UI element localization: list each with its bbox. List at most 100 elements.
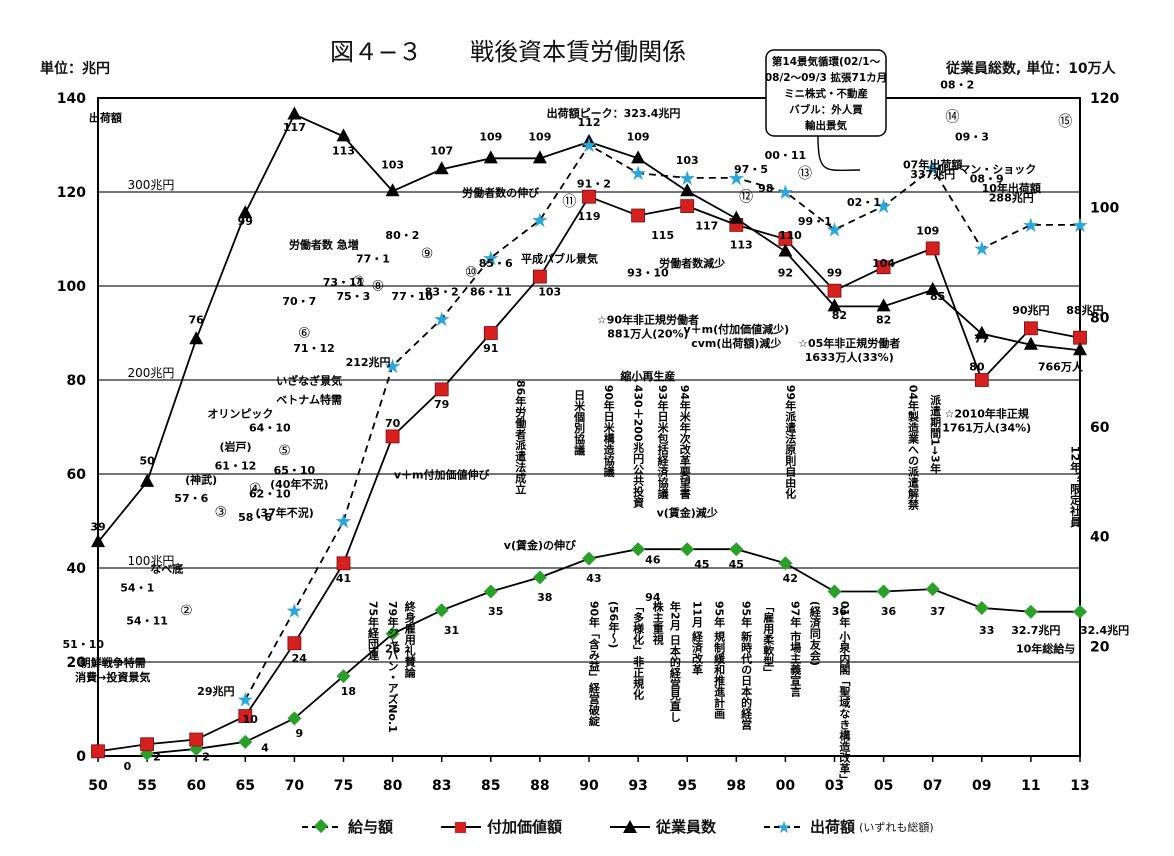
data-point-employees [287, 106, 302, 120]
data-point-shipments: ★ [826, 218, 844, 242]
data-point-shipments: ★ [335, 509, 353, 533]
x-tick-label: 09 [972, 778, 991, 794]
data-point-value-added [238, 709, 253, 723]
x-tick-label: 03 [825, 778, 844, 794]
vertical-annotation: 97年 市場主義宣言 [789, 601, 802, 698]
data-point-value-added [336, 556, 351, 571]
data-label: 朝鮮戦争特需 [80, 656, 146, 670]
data-point-value-added [827, 283, 842, 298]
page-title: 図４−３ 戦後資本賃労働関係 [330, 38, 687, 66]
data-label: v＋m付加価値伸び [394, 468, 491, 482]
data-label: 51・10 [62, 638, 104, 651]
data-label: 38 [537, 591, 552, 604]
data-label: 45 [694, 558, 709, 571]
data-label: 97・5 [734, 163, 768, 176]
left-axis-unit: 単位：兆円 [40, 61, 110, 77]
data-point-salary [631, 542, 646, 557]
callout-line: ミニ株式・不動産 [784, 87, 868, 100]
data-point-value-added [1024, 321, 1038, 336]
data-point-employees [238, 205, 253, 219]
data-point-shipments: ★ [973, 236, 991, 260]
circled-label: ⑮ [1058, 114, 1072, 130]
vertical-annotation: 90年日米構造協議 [602, 385, 616, 478]
data-label: 64・10 [249, 422, 291, 435]
data-label: いざなぎ景気 [276, 374, 342, 388]
x-tick-label: 05 [874, 778, 893, 794]
data-label: 77・1 [356, 253, 390, 266]
callout-line: 輸出景気 [805, 119, 847, 132]
data-label: 115 [651, 229, 674, 242]
x-tick-label: 65 [236, 778, 255, 794]
data-label: 90兆円 [1012, 303, 1049, 317]
data-label: 労働者数の伸び [462, 186, 540, 200]
data-label: 86・11 [470, 285, 512, 298]
data-point-shipments: ★ [875, 194, 893, 218]
data-label: 10年出荷額 [982, 181, 1041, 195]
y-left-tick-label: 20 [67, 655, 87, 671]
data-point-employees [483, 150, 498, 164]
vertical-annotation: 終身雇用礼賛論 [403, 600, 416, 679]
data-label: 08・9 [970, 173, 1004, 186]
y-left-tick-label: 120 [57, 185, 86, 201]
legend-item-shipments: ★ 出荷額 (いずれも総額) [762, 816, 934, 837]
x-tick-label: 13 [1070, 778, 1089, 794]
callout-line: 08/2～09/3 拡張71カ月 [765, 71, 887, 84]
legend-label: 従業員数 [656, 818, 717, 836]
data-point-value-added [680, 199, 695, 214]
data-point-employees [532, 150, 547, 164]
y-right-tick-label: 80 [1090, 310, 1110, 326]
data-label: 85 [930, 290, 945, 303]
y-left-tick-label: 60 [67, 467, 87, 483]
data-point-shipments: ★ [580, 133, 598, 157]
data-label: 39 [90, 520, 105, 533]
data-point-salary [532, 570, 547, 585]
x-tick-label: 85 [481, 778, 500, 794]
legend-item-salary: 給与額 [300, 816, 393, 837]
data-label: ☆90年非正規労働者 [597, 313, 699, 327]
data-label: 09・3 [955, 130, 989, 143]
vertical-annotation: 99年派遣法原則自由化 [784, 385, 798, 500]
data-point-shipments: ★ [531, 208, 549, 232]
vertical-annotation: (56年～) [607, 601, 620, 648]
data-label: 103 [676, 154, 699, 167]
data-point-value-added [533, 269, 547, 284]
data-label: 80・2 [385, 229, 419, 242]
circled-label: ③ [214, 504, 227, 520]
data-label: 2 [153, 751, 161, 764]
data-point-shipments: ★ [776, 180, 794, 204]
data-point-value-added [91, 744, 105, 759]
data-point-employees [189, 331, 204, 345]
y-right-tick-label: 100 [1090, 201, 1119, 217]
data-point-shipments: ★ [727, 166, 745, 190]
x-tick-label: 55 [137, 778, 156, 794]
data-label: リーマン・ショック [937, 163, 1036, 176]
data-label: 98 [758, 182, 773, 195]
data-label: 71・12 [293, 342, 335, 355]
data-point-employees [582, 133, 596, 147]
legend-label: 出荷額 [810, 818, 856, 836]
data-label: 42 [783, 572, 798, 585]
data-label: (40年不況) [270, 477, 328, 491]
data-point-salary [336, 669, 351, 684]
data-point-shipments: ★ [1022, 213, 1040, 237]
data-point-employees [91, 534, 105, 548]
vertical-annotation: 95年 新時代の日本的経営 [740, 601, 754, 731]
circled-label: ⑫ [739, 189, 753, 205]
data-label: 62・10 [249, 488, 291, 501]
vertical-annotation: 11月 経済改革 [691, 601, 705, 676]
data-point-shipments: ★ [678, 166, 696, 190]
x-tick-label: 07 [923, 778, 942, 794]
circled-label: ⑦ [352, 274, 365, 290]
data-point-salary [778, 556, 793, 571]
data-label: 18 [341, 685, 356, 698]
data-label: 107 [430, 144, 453, 157]
data-point-value-added [189, 732, 204, 747]
y-right-tick-label: 40 [1090, 530, 1110, 546]
data-label: 82 [832, 309, 847, 322]
data-point-value-added [631, 208, 645, 223]
data-label: 02・1 [847, 196, 881, 209]
data-label: 32.7兆円 [1011, 623, 1060, 637]
data-point-employees [1073, 342, 1087, 356]
data-label: 10年総給与 [1016, 642, 1075, 656]
